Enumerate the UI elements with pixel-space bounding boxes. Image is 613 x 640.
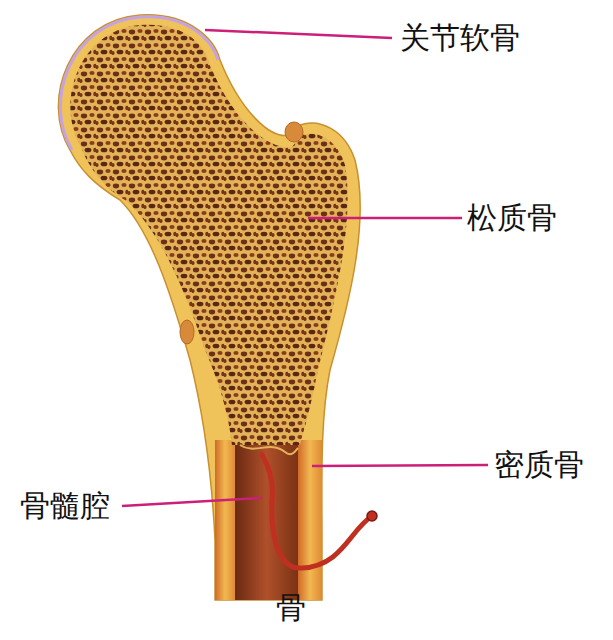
part-label: 骨髓腔 bbox=[20, 490, 110, 522]
leader-line bbox=[205, 30, 392, 38]
leader-line bbox=[312, 465, 488, 466]
part-label: 密质骨 bbox=[494, 449, 584, 481]
leader-line bbox=[308, 217, 462, 220]
figure-caption: 骨 bbox=[276, 592, 306, 624]
part-label: 松质骨 bbox=[467, 202, 557, 234]
leader-line bbox=[122, 498, 262, 506]
part-label: 关节软骨 bbox=[400, 22, 520, 54]
